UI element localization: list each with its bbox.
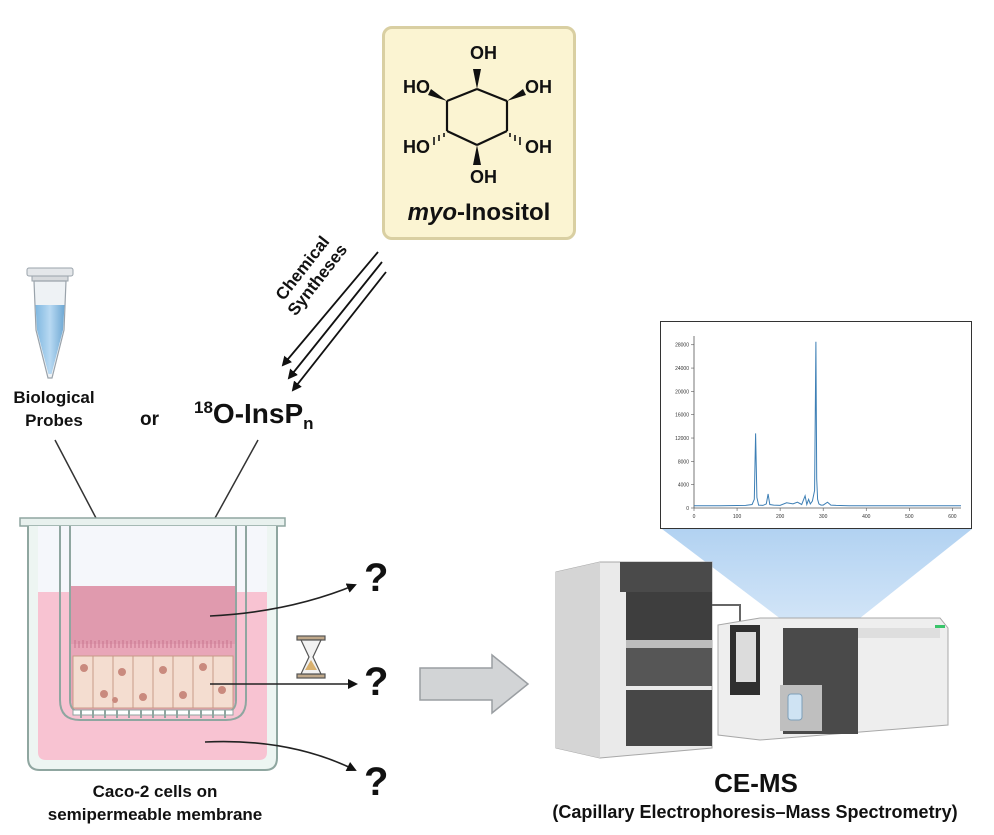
isotope-superscript: 18 xyxy=(194,398,213,417)
ho-upper-left: HO xyxy=(403,77,430,97)
question-mark-basolateral: ? xyxy=(364,760,389,804)
inositol-structure xyxy=(428,69,526,165)
x-tick-label: 200 xyxy=(776,514,785,520)
probes-label: Biological Probes xyxy=(4,386,104,432)
well-caption-line1: Caco-2 cells on xyxy=(92,782,218,801)
molecule-name: myo-Inositol xyxy=(385,199,573,227)
synthesis-arrows xyxy=(281,251,387,392)
sample-tube xyxy=(26,267,74,379)
or-label: or xyxy=(140,409,159,430)
light-beam xyxy=(662,529,972,626)
question-mark-apical: ? xyxy=(364,556,389,600)
process-arrow xyxy=(419,653,530,715)
y-tick-label: 12000 xyxy=(675,436,689,442)
x-tick-label: 400 xyxy=(862,514,871,520)
y-tick-label: 8000 xyxy=(678,459,689,465)
transwell xyxy=(19,517,286,771)
x-tick-label: 500 xyxy=(905,514,914,520)
hourglass-icon xyxy=(296,635,326,679)
y-tick-label: 28000 xyxy=(675,343,689,349)
question-mark-cells: ? xyxy=(364,660,389,704)
ho-lower-left: HO xyxy=(403,137,430,157)
x-tick-label: 100 xyxy=(733,514,742,520)
y-tick-label: 0 xyxy=(686,506,689,512)
instrument-title: CE-MS xyxy=(714,768,798,798)
well-caption: Caco-2 cells on semipermeable membrane xyxy=(0,780,310,826)
labeled-insp-main: O-InsP xyxy=(212,398,304,429)
y-tick-label: 24000 xyxy=(675,366,689,372)
labeled-insp-subscript: n xyxy=(303,414,314,433)
labeled-insp-label: 18O-InsPn xyxy=(194,398,314,434)
myo-inositol-box: OH HO OH HO OH OH myo-Inositol xyxy=(382,26,576,240)
y-tick-label: 4000 xyxy=(678,483,689,489)
probes-label-line1: Biological xyxy=(13,388,95,407)
oh-lower-right: OH xyxy=(525,137,552,157)
oh-upper-right: OH xyxy=(525,77,552,97)
y-tick-label: 20000 xyxy=(675,389,689,395)
output-arrows xyxy=(204,583,358,771)
molecule-name-italic: myo xyxy=(407,199,458,226)
instrument-subtitle: (Capillary Electrophoresis–Mass Spectrom… xyxy=(552,802,958,822)
molecule-name-rest: -Inositol xyxy=(457,199,551,226)
probes-label-line2: Probes xyxy=(25,411,83,430)
x-tick-label: 300 xyxy=(819,514,828,520)
oh-bottom: OH xyxy=(470,167,497,187)
well-caption-line2: semipermeable membrane xyxy=(47,805,263,824)
x-tick-label: 600 xyxy=(948,514,957,520)
ce-instrument xyxy=(555,561,741,759)
x-tick-label: 0 xyxy=(693,514,696,520)
series-line xyxy=(694,341,961,507)
y-tick-label: 16000 xyxy=(675,413,689,419)
oh-top: OH xyxy=(470,43,497,63)
electropherogram-panel: 0 4000 8000 12000 16000 20000 24000 28000 0 100 20… xyxy=(660,321,972,529)
electropherogram-chart: 0 4000 8000 12000 16000 20000 24000 28000 0 100 20… xyxy=(675,336,961,520)
ms-instrument xyxy=(717,617,949,741)
